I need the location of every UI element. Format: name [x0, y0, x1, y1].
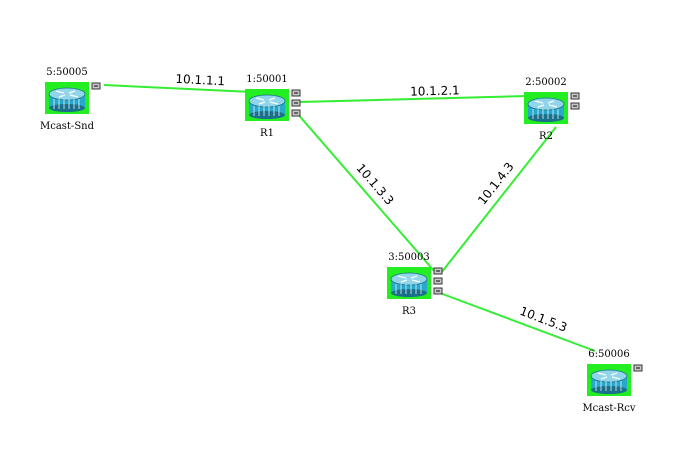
link-r1-r3[interactable]: 10.1.3.3 [295, 111, 436, 273]
router-icon[interactable] [245, 89, 289, 121]
router-icon[interactable] [45, 82, 89, 114]
link-r2-r3[interactable]: 10.1.4.3 [440, 126, 557, 274]
node-name-label: Mcast-Rcv [582, 403, 635, 414]
router-icon[interactable] [587, 364, 631, 396]
link-r3-rcv[interactable]: 10.1.5.3 [439, 292, 596, 352]
node-name-label: R2 [539, 131, 553, 142]
node-id-label: 5:50005 [46, 67, 88, 78]
node-id-label: 2:50002 [525, 77, 567, 88]
node-name-label: R3 [402, 306, 416, 317]
node-id-label: 1:50001 [246, 74, 288, 85]
node-name-label: Mcast-Snd [40, 121, 95, 132]
link-ip-label: 10.1.1.1 [175, 72, 225, 89]
link-snd-r1[interactable]: 10.1.1.1 [103, 72, 253, 93]
router-icon[interactable] [387, 267, 431, 299]
node-name-label: R1 [260, 128, 274, 139]
link-ip-label: 10.1.2.1 [410, 83, 460, 98]
link-ip-label: 10.1.5.3 [518, 304, 569, 335]
link-line[interactable] [295, 111, 436, 273]
link-line[interactable] [440, 126, 557, 274]
router-icon[interactable] [524, 92, 568, 124]
link-line[interactable] [103, 84, 253, 93]
link-line[interactable] [299, 95, 527, 103]
node-id-label: 6:50006 [588, 349, 630, 360]
node-id-label: 3:50003 [388, 252, 430, 263]
link-r1-r2[interactable]: 10.1.2.1 [299, 83, 527, 103]
link-line[interactable] [439, 292, 596, 352]
